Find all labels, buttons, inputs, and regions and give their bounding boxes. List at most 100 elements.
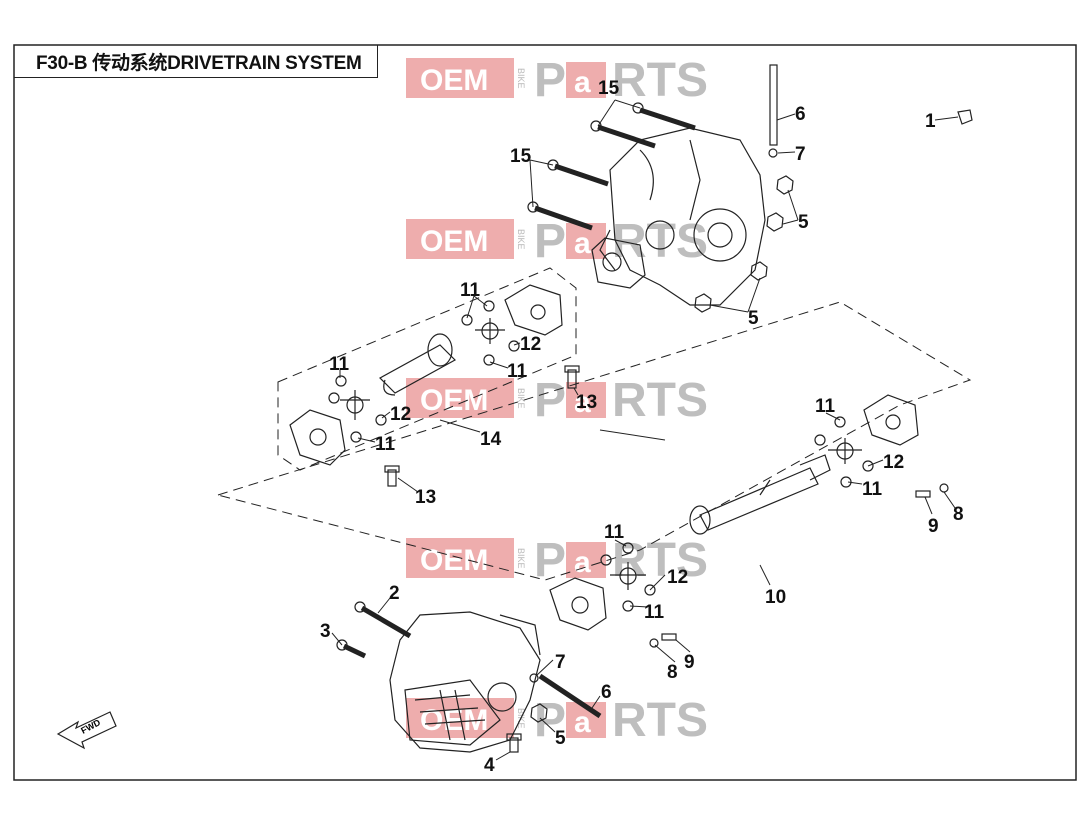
callout-5-a: 5 [798,212,809,233]
washer-7-bottom [529,673,539,683]
nuts-5-top [694,175,794,313]
callout-5-c: 5 [555,728,566,749]
svg-text:a: a [574,546,591,579]
page-title: F30-B 传动系统DRIVETRAIN SYSTEM [14,45,378,78]
watermark-1: OEM BIKE P a RTS [406,54,708,107]
callout-8-mid: 8 [667,662,678,683]
callout-3: 3 [320,621,331,642]
shaft-6-top [769,64,778,146]
svg-text:RTS: RTS [612,694,708,747]
fwd-arrow-icon [56,711,117,750]
washer-7-top [768,148,778,158]
bolt-15-lower-a [547,159,609,187]
bolt-9-right [915,483,949,498]
callout-14: 14 [480,429,502,450]
rear-yoke-flange-rear [504,284,563,336]
callout-12-b: 12 [390,404,411,425]
callout-10: 10 [765,587,786,608]
svg-text:RTS: RTS [612,54,708,107]
svg-text:a: a [574,66,591,99]
front-differential-housing [389,611,541,753]
svg-text:OEM: OEM [420,384,488,417]
svg-text:RTS: RTS [612,374,708,427]
svg-text:OEM: OEM [420,544,488,577]
bolt-9-mid [649,633,677,648]
callout-11-h: 11 [644,602,665,623]
callout-12-c: 12 [883,452,904,473]
svg-text:P: P [534,215,566,268]
bolt-3 [336,639,367,659]
callout-11-c: 11 [329,354,350,375]
svg-text:BIKE: BIKE [516,68,526,89]
callout-12-d: 12 [667,567,688,588]
svg-text:RTS: RTS [612,215,708,268]
callout-11-g: 11 [604,522,625,543]
svg-text:BIKE: BIKE [516,388,526,409]
callout-11-f: 11 [862,479,883,500]
callout-1: 1 [925,111,936,132]
leader-lines [331,99,959,761]
callout-6-top: 6 [795,104,806,125]
callout-11-d: 11 [375,434,396,455]
front-ujoint-rear [828,438,862,464]
fwd-label: FWD [79,717,102,736]
svg-text:a: a [574,386,591,419]
watermark-3: OEM BIKE P a RTS [406,374,708,427]
callout-13-a: 13 [576,392,597,413]
watermark-2: OEM BIKE P a RTS [406,215,708,268]
callout-13-b: 13 [415,487,436,508]
callout-9-mid: 9 [684,652,695,673]
svg-text:BIKE: BIKE [516,229,526,250]
callout-11-e: 11 [815,396,836,417]
bolt-4 [506,733,522,753]
clip-1 [957,109,973,125]
svg-text:a: a [574,227,591,260]
rear-output-flange [591,237,646,289]
svg-text:OEM: OEM [420,225,488,258]
callout-15-b: 15 [510,146,532,167]
svg-text:BIKE: BIKE [516,548,526,569]
rear-propshaft-group-box [277,267,577,471]
callout-12-a: 12 [520,334,541,355]
bolt-15-upper-b [590,120,656,149]
watermark-4: OEM BIKE P a RTS [406,534,708,587]
svg-text:P: P [534,374,566,427]
callout-8-right: 8 [953,504,964,525]
rear-ujoint-front [340,390,370,420]
callout-7-bottom: 7 [555,652,566,673]
callout-15-a: 15 [598,78,620,99]
front-shaft-tube [689,454,831,535]
rear-ujoint-rear [475,318,505,344]
svg-text:P: P [534,694,566,747]
callout-5-b: 5 [748,308,759,329]
callout-2: 2 [389,583,400,604]
callout-6-bottom: 6 [601,682,612,703]
nut-5-bottom [530,703,548,723]
bolt-2 [354,601,412,639]
callouts: 1 2 3 4 5 5 5 5 6 6 7 7 8 8 9 9 10 11 11… [320,78,964,776]
callout-11-a: 11 [460,280,481,301]
callout-7-top: 7 [795,144,806,165]
svg-text:RTS: RTS [612,534,708,587]
callout-9-right: 9 [928,516,939,537]
circlips-rear [328,300,520,443]
front-yoke-flange-front [549,577,607,631]
bolt-13-upper [564,365,580,389]
bolt-15-upper-a [632,102,696,131]
front-propshaft-group-box [216,301,972,581]
watermark-oem: OEM [420,64,488,97]
callout-11-b: 11 [507,361,528,382]
rear-yoke-flange-front [289,409,346,466]
front-yoke-flange-rear [863,394,919,446]
svg-text:P: P [534,54,566,107]
svg-text:P: P [534,534,566,587]
shaft-6-bottom [538,673,602,719]
bolt-13-lower [384,465,400,487]
svg-text:a: a [574,706,591,739]
callout-4: 4 [484,755,495,776]
front-ujoint-front [610,562,646,590]
rear-shaft-tube [379,333,456,396]
frame-border [13,44,1077,781]
